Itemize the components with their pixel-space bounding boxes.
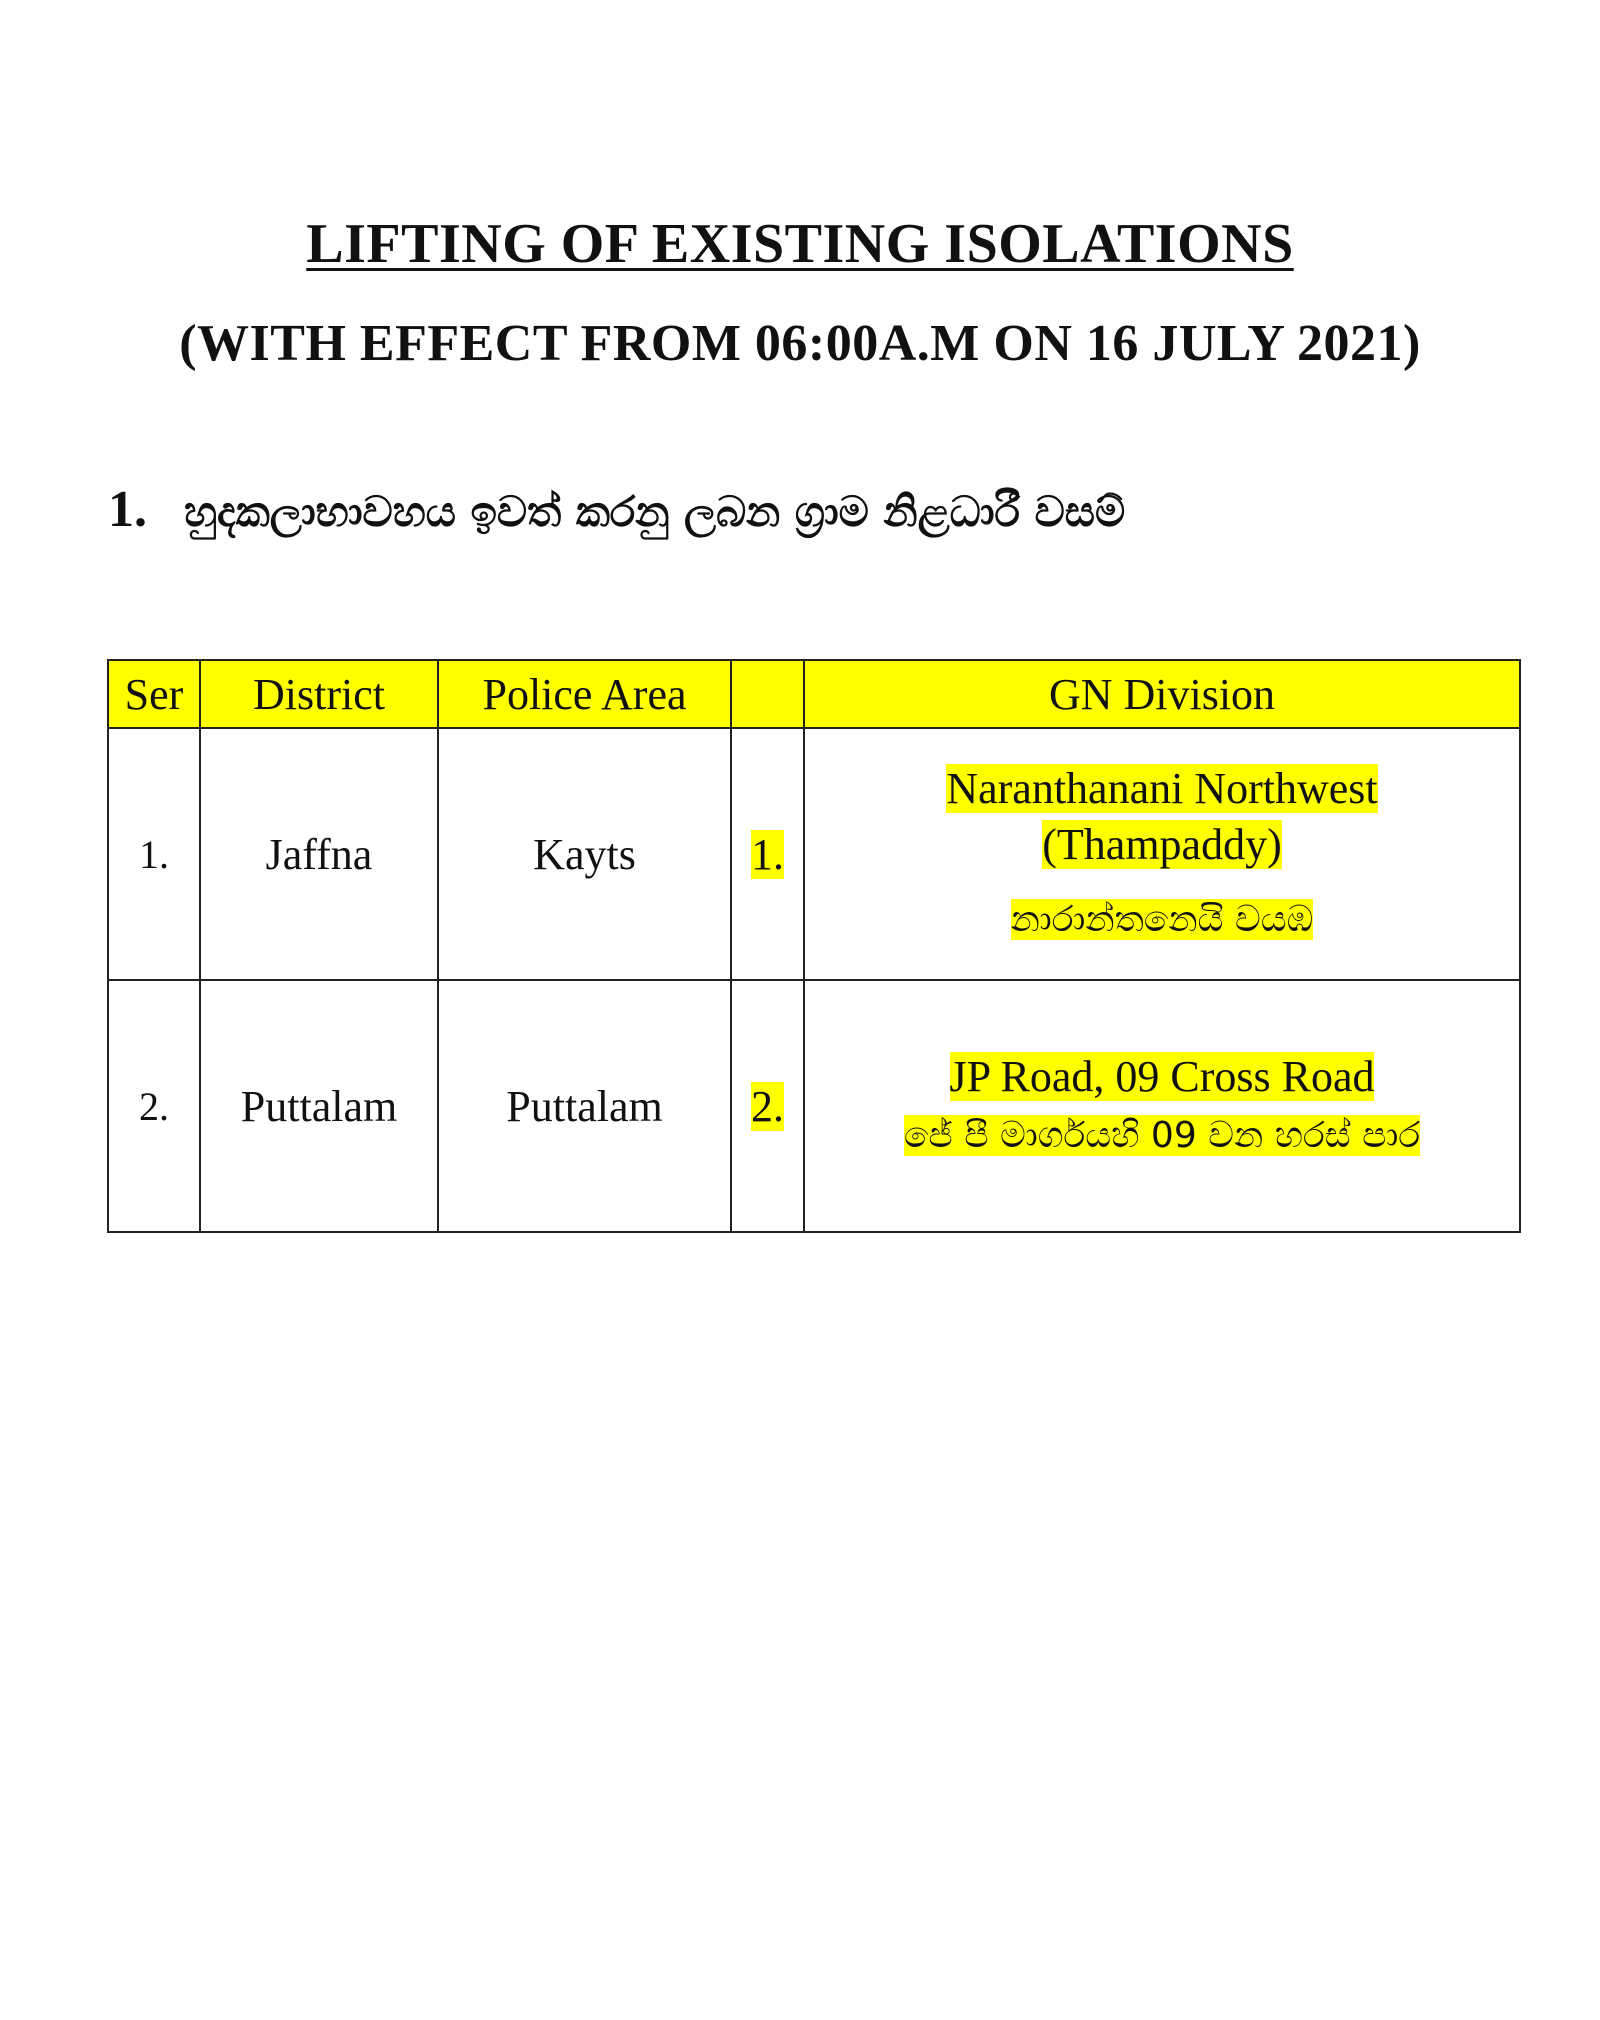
header-gn-division: GN Division xyxy=(803,659,1521,729)
header-district: District xyxy=(199,659,439,729)
sub-number: 1. xyxy=(751,829,784,879)
table-row: 2. Puttalam Puttalam 2. JP Road, 09 Cros… xyxy=(107,979,1521,1233)
section-text: හුදකලාභාවහය ඉවත් කරනු ලබන ග්‍රාම නිළධාරී… xyxy=(184,487,1126,536)
sub-number: 2. xyxy=(751,1081,784,1131)
cell-police-area: Kayts xyxy=(437,727,732,981)
cell-sub-number: 2. xyxy=(730,979,805,1233)
page-title: LIFTING OF EXISTING ISOLATIONS xyxy=(306,213,1294,275)
cell-police-area: Puttalam xyxy=(437,979,732,1233)
cell-district: Jaffna xyxy=(199,727,439,981)
section-number: 1. xyxy=(108,481,147,538)
isolation-table: Ser District Police Area GN Division 1. … xyxy=(107,659,1521,1233)
cell-ser: 1. xyxy=(107,727,201,981)
page-subtitle: (WITH EFFECT FROM 06:00A.M ON 16 JULY 20… xyxy=(179,315,1421,372)
table-header-row: Ser District Police Area GN Division xyxy=(107,659,1521,729)
header-ser: Ser xyxy=(107,659,201,729)
cell-district: Puttalam xyxy=(199,979,439,1233)
gn-name-line1: JP Road, 09 Cross Road xyxy=(949,1051,1375,1101)
gn-name-sinhala: ජේ පී මාර්ගයහි 09 වන හරස් පාර xyxy=(903,1114,1421,1156)
cell-sub-number: 1. xyxy=(730,727,805,981)
table-row: 1. Jaffna Kayts 1. Naranthanani Northwes… xyxy=(107,727,1521,981)
cell-gn-division: JP Road, 09 Cross Road ජේ පී මාර්ගයහි 09… xyxy=(803,979,1521,1233)
cell-ser: 2. xyxy=(107,979,201,1233)
gn-name-line1: Naranthanani Northwest xyxy=(946,763,1378,813)
section-heading: 1. හුදකලාභාවහය ඉවත් කරනු ලබන ග්‍රාම නිළධ… xyxy=(108,480,1125,539)
gn-name-sinhala: නාරාන්තනෙයි වයඹ xyxy=(1010,898,1314,940)
header-police-area: Police Area xyxy=(437,659,732,729)
header-blank xyxy=(730,659,805,729)
gn-name-line2: (Thampaddy) xyxy=(1042,819,1282,869)
cell-gn-division: Naranthanani Northwest (Thampaddy) නාරාන… xyxy=(803,727,1521,981)
